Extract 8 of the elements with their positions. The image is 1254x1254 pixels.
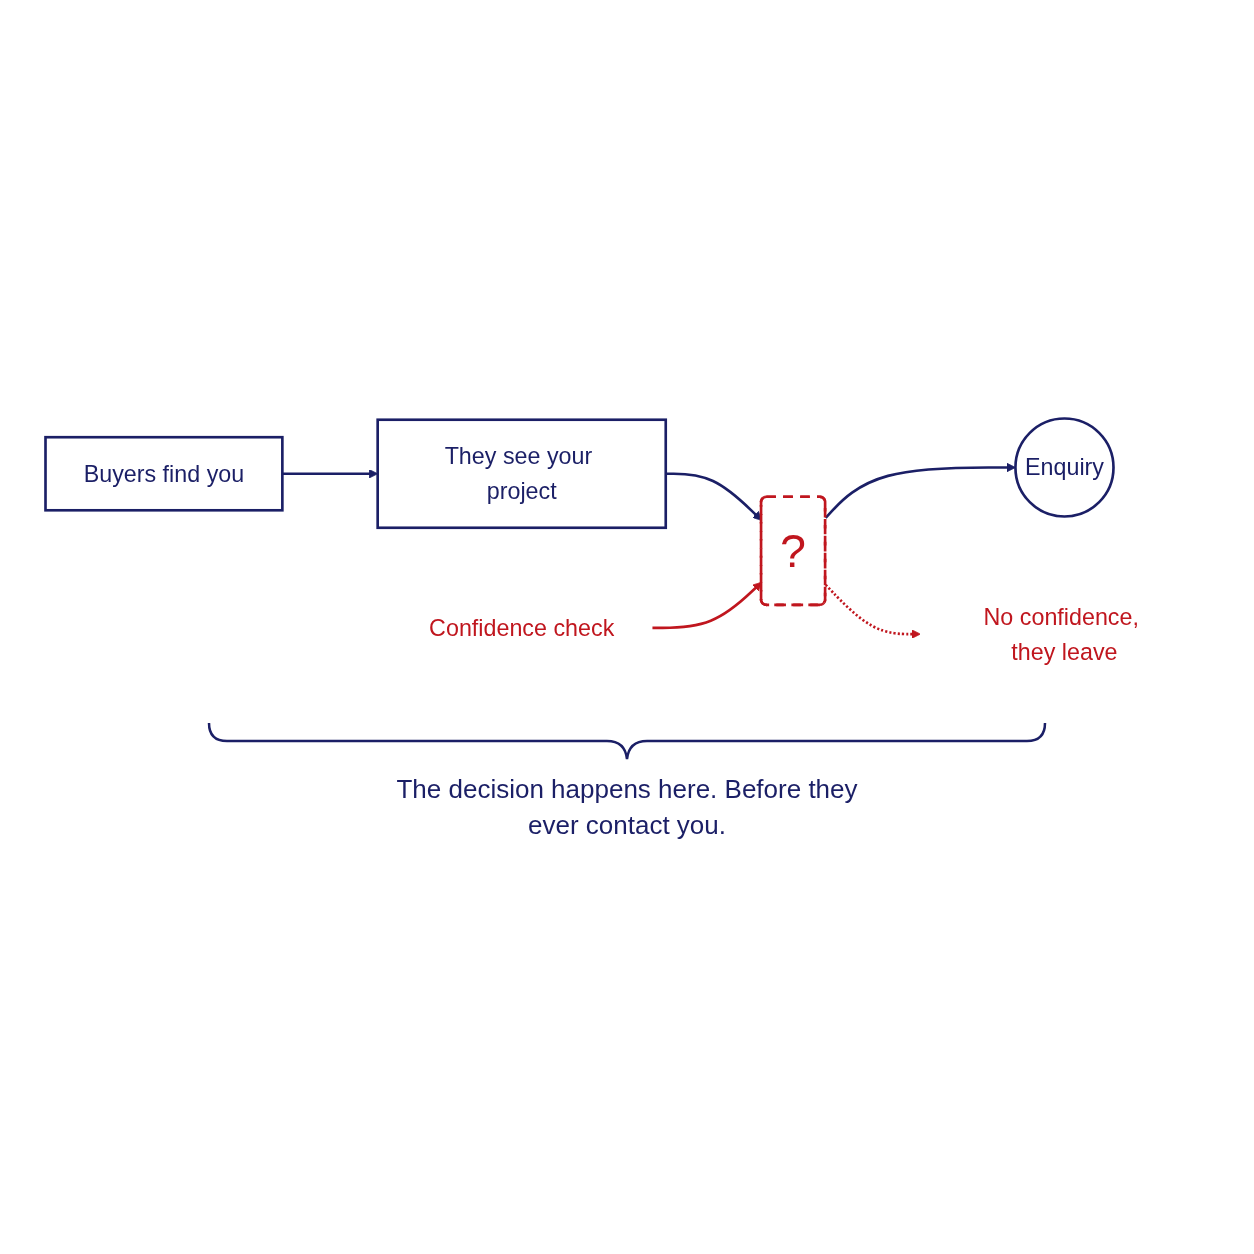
- arrow: [665, 472, 762, 522]
- node-text: Confidence check: [429, 614, 615, 642]
- node-box: Buyers find you: [44, 436, 284, 512]
- node-box: They see your project: [376, 418, 668, 530]
- node-circle: Enquiry: [1014, 417, 1115, 519]
- caption: The decision happens here. Before they ever contact you.: [395, 772, 859, 843]
- arrow: [652, 582, 762, 630]
- node-text: No confidence, they leave: [983, 603, 1139, 666]
